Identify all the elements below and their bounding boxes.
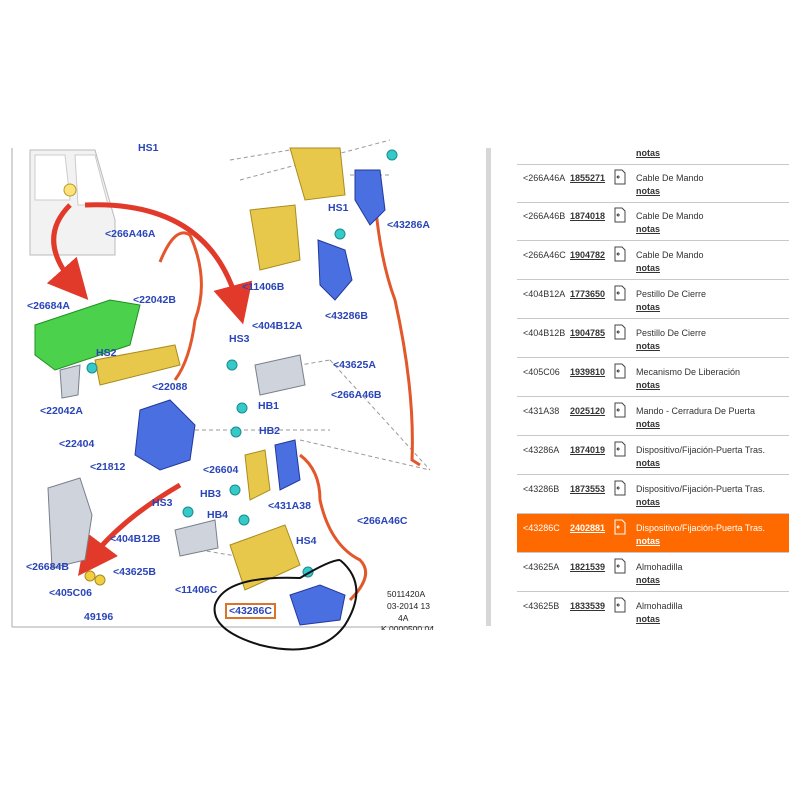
diagram-stamp-3: 4A <box>398 613 409 623</box>
label-hb1: HB1 <box>258 400 280 412</box>
parts-row[interactable]: <266A46C 1904782 Cable De Mando notas <box>517 241 789 280</box>
label-22042b: <22042B <box>133 294 176 306</box>
note-document-icon[interactable] <box>613 169 627 185</box>
label-266a46b: <266A46B <box>331 389 382 401</box>
notas-link[interactable]: notas <box>636 614 661 624</box>
notas-link[interactable]: notas <box>636 341 661 351</box>
parts-row[interactable]: <43286A 1874019 Dispositivo/Fijación-Pue… <box>517 436 789 475</box>
part-number-link[interactable]: 1821539 <box>570 562 606 572</box>
label-11406c: <11406C <box>175 584 218 596</box>
note-document-icon[interactable] <box>613 597 627 613</box>
parts-row[interactable]: <404B12A 1773650 Pestillo De Cierre nota… <box>517 280 789 319</box>
label-49196: 49196 <box>84 611 114 623</box>
note-document-icon[interactable] <box>613 519 627 535</box>
label-hs1: HS1 <box>328 202 349 214</box>
note-document-icon[interactable] <box>613 285 627 301</box>
parts-row-selected[interactable]: <43286C 2402881 Dispositivo/Fijación-Pue… <box>517 514 789 553</box>
label-404b12a: <404B12A <box>252 320 303 332</box>
note-document-icon[interactable] <box>613 207 627 223</box>
notas-link[interactable]: notas <box>636 148 661 158</box>
parts-row[interactable]: <405C06 1939810 Mecanismo De Liberación … <box>517 358 789 397</box>
label-hs1-top: HS1 <box>138 142 159 154</box>
notas-link[interactable]: notas <box>636 224 661 234</box>
note-document-icon[interactable] <box>613 558 627 574</box>
label-26684a: <26684A <box>27 300 70 312</box>
parts-row[interactable]: <43625A 1821539 Almohadilla notas <box>517 553 789 592</box>
parts-row[interactable]: <43625B 1833539 Almohadilla notas <box>517 592 789 630</box>
label-405c06: <405C06 <box>49 587 92 599</box>
label-hb4: HB4 <box>207 509 229 521</box>
label-404b12b: <404B12B <box>110 533 161 545</box>
label-266a46a: <266A46A <box>105 228 156 240</box>
diagram-stamp-2: 03-2014 13 <box>387 601 431 611</box>
note-document-icon[interactable] <box>613 363 627 379</box>
note-document-icon[interactable] <box>613 324 627 340</box>
parts-list: notas <266A46A 1855271 Cable De Mando no… <box>517 148 789 630</box>
parts-row[interactable]: <43286B 1873553 Dispositivo/Fijación-Pue… <box>517 475 789 514</box>
label-22088: <22088 <box>152 381 188 393</box>
label-22404: <22404 <box>59 438 95 450</box>
label-26604: <26604 <box>203 464 239 476</box>
notas-link[interactable]: notas <box>636 497 661 507</box>
label-hb2: HB2 <box>259 425 281 437</box>
diagram-stamp-4: K 0000500 04 <box>381 624 434 630</box>
label-22042a: <22042A <box>40 405 83 417</box>
parts-row[interactable]: <266A46B 1874018 Cable De Mando notas <box>517 202 789 241</box>
part-number-link[interactable]: 1939810 <box>570 367 606 377</box>
parts-row[interactable]: <431A38 2025120 Mando - Cerradura De Pue… <box>517 397 789 436</box>
label-266a46c: <266A46C <box>357 515 408 527</box>
parts-row[interactable]: <404B12B 1904785 Pestillo De Cierre nota… <box>517 319 789 358</box>
parts-row[interactable]: notas <box>517 148 789 165</box>
note-document-icon[interactable] <box>613 246 627 262</box>
notas-link[interactable]: notas <box>636 186 661 196</box>
part-number-link[interactable]: 1873553 <box>570 484 606 494</box>
part-number-link[interactable]: 1855271 <box>570 173 606 183</box>
label-43286c-highlighted: <43286C <box>225 603 276 619</box>
part-number-link[interactable]: 1874018 <box>570 211 606 221</box>
part-number-link[interactable]: 1874019 <box>570 445 606 455</box>
label-hs2: HS2 <box>96 347 117 359</box>
note-document-icon[interactable] <box>613 441 627 457</box>
notas-link[interactable]: notas <box>636 302 661 312</box>
panel-scrollbar[interactable] <box>486 148 491 626</box>
note-document-icon[interactable] <box>613 402 627 418</box>
label-43625b: <43625B <box>113 566 156 578</box>
label-hs3-lower: HS3 <box>152 497 173 509</box>
label-11406b: <11406B <box>242 281 285 293</box>
notas-link[interactable]: notas <box>636 419 661 429</box>
label-21812: <21812 <box>90 461 126 473</box>
hand-drawn-circle <box>213 559 358 651</box>
part-number-link[interactable]: 1904782 <box>570 250 606 260</box>
label-431a38: <431A38 <box>268 500 311 512</box>
label-hs4: HS4 <box>296 535 317 547</box>
label-43625a: <43625A <box>333 359 376 371</box>
green-handle-part <box>34 299 141 371</box>
label-26684b: <26684B <box>26 561 69 573</box>
part-number-link[interactable]: 2402881 <box>570 523 606 533</box>
notas-link[interactable]: notas <box>636 263 661 273</box>
part-number-link[interactable]: 1773650 <box>570 289 606 299</box>
note-document-icon[interactable] <box>613 480 627 496</box>
part-number-link[interactable]: 1833539 <box>570 601 606 611</box>
part-number-link[interactable]: 1904785 <box>570 328 606 338</box>
notas-link[interactable]: notas <box>636 380 661 390</box>
label-hb3: HB3 <box>200 488 222 500</box>
notas-link[interactable]: notas <box>636 536 661 546</box>
label-43286b: <43286B <box>325 310 368 322</box>
label-43286a: <43286A <box>387 219 430 231</box>
notas-link[interactable]: notas <box>636 458 661 468</box>
parts-row[interactable]: <266A46A 1855271 Cable De Mando notas <box>517 164 789 203</box>
label-hs3: HS3 <box>229 333 250 345</box>
part-number-link[interactable]: 2025120 <box>570 406 606 416</box>
diagram-stamp-1: 5011420A <box>387 589 426 599</box>
notas-link[interactable]: notas <box>636 575 661 585</box>
van-rear-view <box>29 149 116 256</box>
